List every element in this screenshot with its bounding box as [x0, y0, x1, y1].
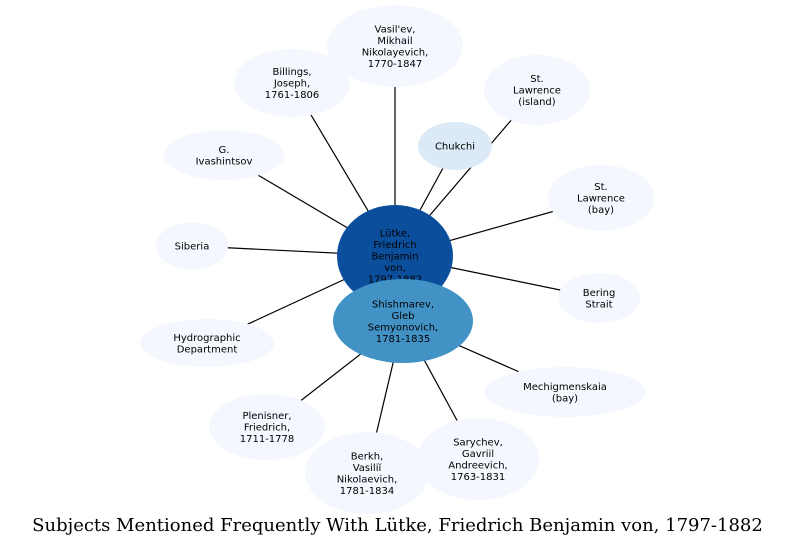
node-label-hydrographic: Department	[177, 344, 238, 355]
node-label-lutke: Friedrich	[373, 240, 416, 251]
node-label-mechigmenskaia: (bay)	[552, 393, 578, 404]
node-ellipse-siberia	[156, 222, 228, 270]
node-mechigmenskaia[interactable]: Mechigmenskaia(bay)	[484, 367, 646, 417]
node-label-berkh: Vasiliĭ	[353, 462, 382, 474]
node-label-plenisner: Plenisner,	[242, 411, 291, 422]
node-ellipse-hydrographic	[140, 319, 274, 367]
node-label-sarychev: Gavriil	[462, 449, 494, 460]
node-label-shishmarev: Shishmarev,	[372, 299, 434, 310]
node-label-sarychev: Sarychev,	[453, 437, 503, 448]
node-label-ivashintsov: Ivashintsov	[196, 156, 253, 167]
node-label-vasilev: Vasil'ev,	[375, 24, 416, 35]
node-label-vasilev: 1770-1847	[368, 59, 423, 70]
node-label-chukchi: Chukchi	[435, 142, 475, 153]
node-label-shishmarev: Gleb	[391, 311, 414, 322]
node-ellipse-st-lawrence-bay	[548, 165, 654, 231]
node-label-hydrographic: Hydrographic	[173, 333, 240, 344]
node-label-st-lawrence-island: (island)	[518, 97, 555, 108]
node-ellipse-berkh	[305, 432, 429, 514]
node-label-st-lawrence-bay: Lawrence	[577, 194, 625, 205]
node-ellipse-vasilev	[327, 5, 463, 87]
node-label-shishmarev: Semyonovich,	[368, 322, 438, 333]
node-ellipse-bering-strait	[558, 273, 640, 323]
node-label-shishmarev: 1781-1835	[376, 334, 431, 345]
node-label-vasilev: Mikhail	[377, 36, 412, 47]
node-ellipse-plenisner	[209, 394, 325, 460]
node-label-siberia: Siberia	[175, 242, 210, 253]
node-label-ivashintsov: G.	[219, 145, 230, 156]
node-label-plenisner: 1711-1778	[240, 434, 295, 445]
node-label-sarychev: Andreevich,	[448, 460, 507, 471]
node-ellipse-sarychev	[417, 418, 539, 500]
node-label-vasilev: Nikolayevich,	[362, 47, 429, 58]
node-label-mechigmenskaia: Mechigmenskaia	[523, 382, 607, 393]
node-ellipse-mechigmenskaia	[484, 367, 646, 417]
node-billings[interactable]: Billings,Joseph,1761-1806	[234, 49, 350, 117]
node-ellipse-st-lawrence-island	[484, 55, 590, 125]
node-label-billings: Joseph,	[273, 79, 310, 90]
node-label-berkh: 1781-1834	[340, 486, 395, 497]
node-ellipse-ivashintsov	[164, 130, 284, 180]
node-plenisner[interactable]: Plenisner,Friedrich,1711-1778	[209, 394, 325, 460]
node-ellipse-shishmarev	[333, 279, 473, 363]
node-label-lutke: Benjamin	[371, 252, 418, 263]
node-label-plenisner: Friedrich,	[244, 423, 290, 434]
node-label-bering-strait: Bering	[583, 288, 616, 299]
node-label-st-lawrence-bay: St.	[594, 182, 607, 193]
node-siberia[interactable]: Siberia	[156, 222, 228, 270]
node-st-lawrence-bay[interactable]: St.Lawrence(bay)	[548, 165, 654, 231]
node-chukchi[interactable]: Chukchi	[418, 122, 492, 170]
node-label-billings: 1761-1806	[265, 90, 320, 101]
node-label-st-lawrence-bay: (bay)	[588, 205, 614, 216]
node-label-billings: Billings,	[272, 67, 311, 78]
node-ivashintsov[interactable]: G.Ivashintsov	[164, 130, 284, 180]
node-st-lawrence-island[interactable]: St.Lawrence(island)	[484, 55, 590, 125]
node-label-st-lawrence-island: St.	[530, 74, 543, 85]
node-label-berkh: Berkh,	[351, 451, 383, 462]
node-layer: Lütke,FriedrichBenjaminvon,1797-1882Vasi…	[140, 5, 654, 514]
node-label-bering-strait: Strait	[585, 299, 612, 310]
node-label-berkh: Nikolaevich,	[337, 474, 398, 485]
node-label-lutke: Lütke,	[380, 229, 410, 240]
node-ellipse-billings	[234, 49, 350, 117]
diagram-caption: Subjects Mentioned Frequently With Lütke…	[32, 515, 763, 536]
node-ellipse-chukchi	[418, 122, 492, 170]
node-label-lutke: von,	[384, 263, 406, 274]
node-label-st-lawrence-island: Lawrence	[513, 86, 561, 97]
node-label-sarychev: 1763-1831	[451, 472, 506, 483]
